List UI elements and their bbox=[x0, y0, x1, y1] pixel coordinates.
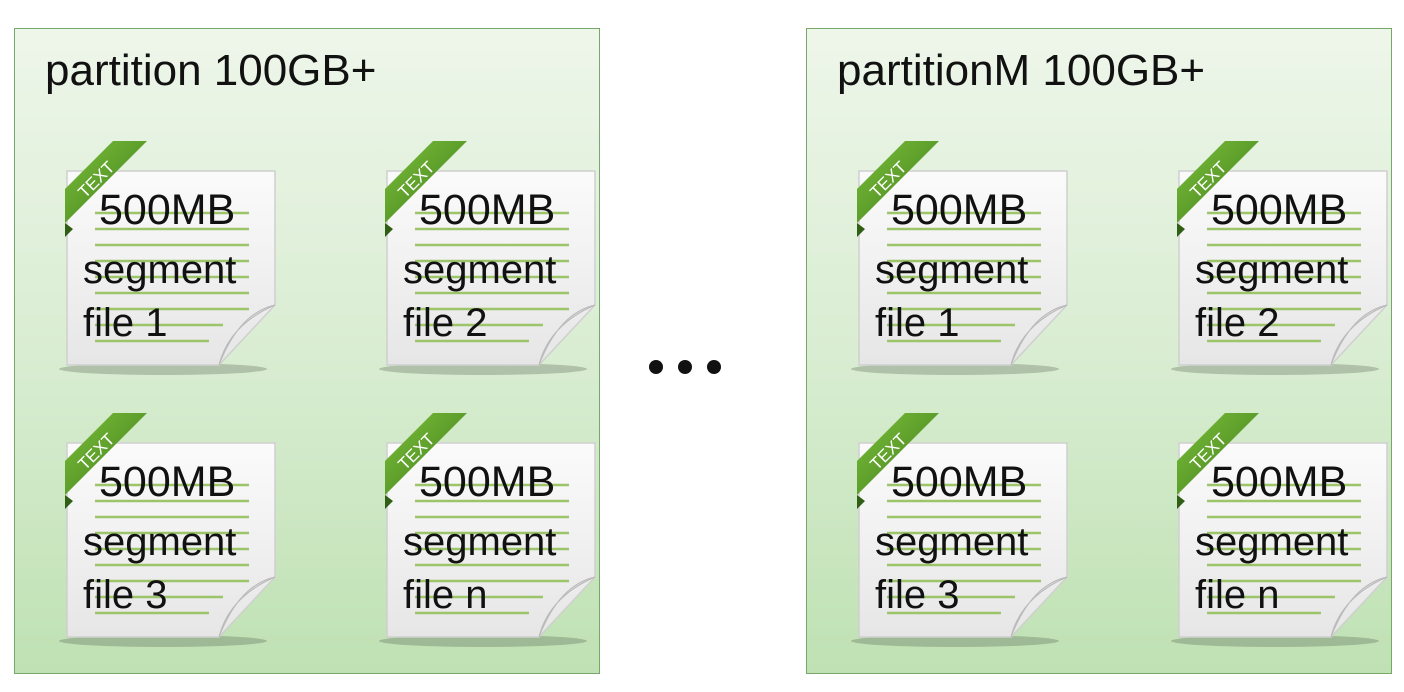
segment-file: 500MB segment file 1 bbox=[835, 137, 1075, 377]
file-label-line2: file 2 bbox=[1195, 301, 1280, 345]
file-size: 500MB bbox=[891, 458, 1028, 506]
file-label-line1: segment bbox=[403, 248, 557, 292]
file-label-line2: file 1 bbox=[875, 301, 960, 345]
file-label-line1: segment bbox=[403, 520, 557, 564]
file-label-line2: file 3 bbox=[875, 573, 960, 617]
partition-title: partition 100GB+ bbox=[45, 46, 377, 95]
segment-file: 500MB segment file 1 bbox=[43, 137, 283, 377]
file-size: 500MB bbox=[891, 186, 1028, 234]
file-label-line1: segment bbox=[83, 248, 237, 292]
file-label-line1: segment bbox=[875, 520, 1029, 564]
file-label-line2: file 2 bbox=[403, 301, 488, 345]
segment-file: 500MB segment file n bbox=[363, 409, 603, 649]
file-size: 500MB bbox=[99, 458, 236, 506]
file-label-line2: file n bbox=[403, 573, 488, 617]
segment-file: 500MB segment file 2 bbox=[1155, 137, 1395, 377]
segment-file: 500MB segment file 3 bbox=[43, 409, 283, 649]
segment-file: 500MB segment file 2 bbox=[363, 137, 603, 377]
partition-title: partitionM 100GB+ bbox=[837, 46, 1206, 95]
file-label-line2: file 1 bbox=[83, 301, 168, 345]
file-size: 500MB bbox=[419, 458, 556, 506]
partition-box: partition 100GB+ 500MB segment file 1 50… bbox=[14, 28, 600, 674]
file-label-line1: segment bbox=[875, 248, 1029, 292]
file-label-line1: segment bbox=[1195, 248, 1349, 292]
ellipsis-icon bbox=[649, 360, 721, 374]
file-label-line2: file n bbox=[1195, 573, 1280, 617]
segment-file: 500MB segment file 3 bbox=[835, 409, 1075, 649]
file-label-line1: segment bbox=[1195, 520, 1349, 564]
file-size: 500MB bbox=[1211, 458, 1348, 506]
file-size: 500MB bbox=[99, 186, 236, 234]
segment-file: 500MB segment file n bbox=[1155, 409, 1395, 649]
file-label-line2: file 3 bbox=[83, 573, 168, 617]
file-size: 500MB bbox=[1211, 186, 1348, 234]
file-label-line1: segment bbox=[83, 520, 237, 564]
partition-box: partitionM 100GB+ 500MB segment file 1 5… bbox=[806, 28, 1392, 674]
file-size: 500MB bbox=[419, 186, 556, 234]
